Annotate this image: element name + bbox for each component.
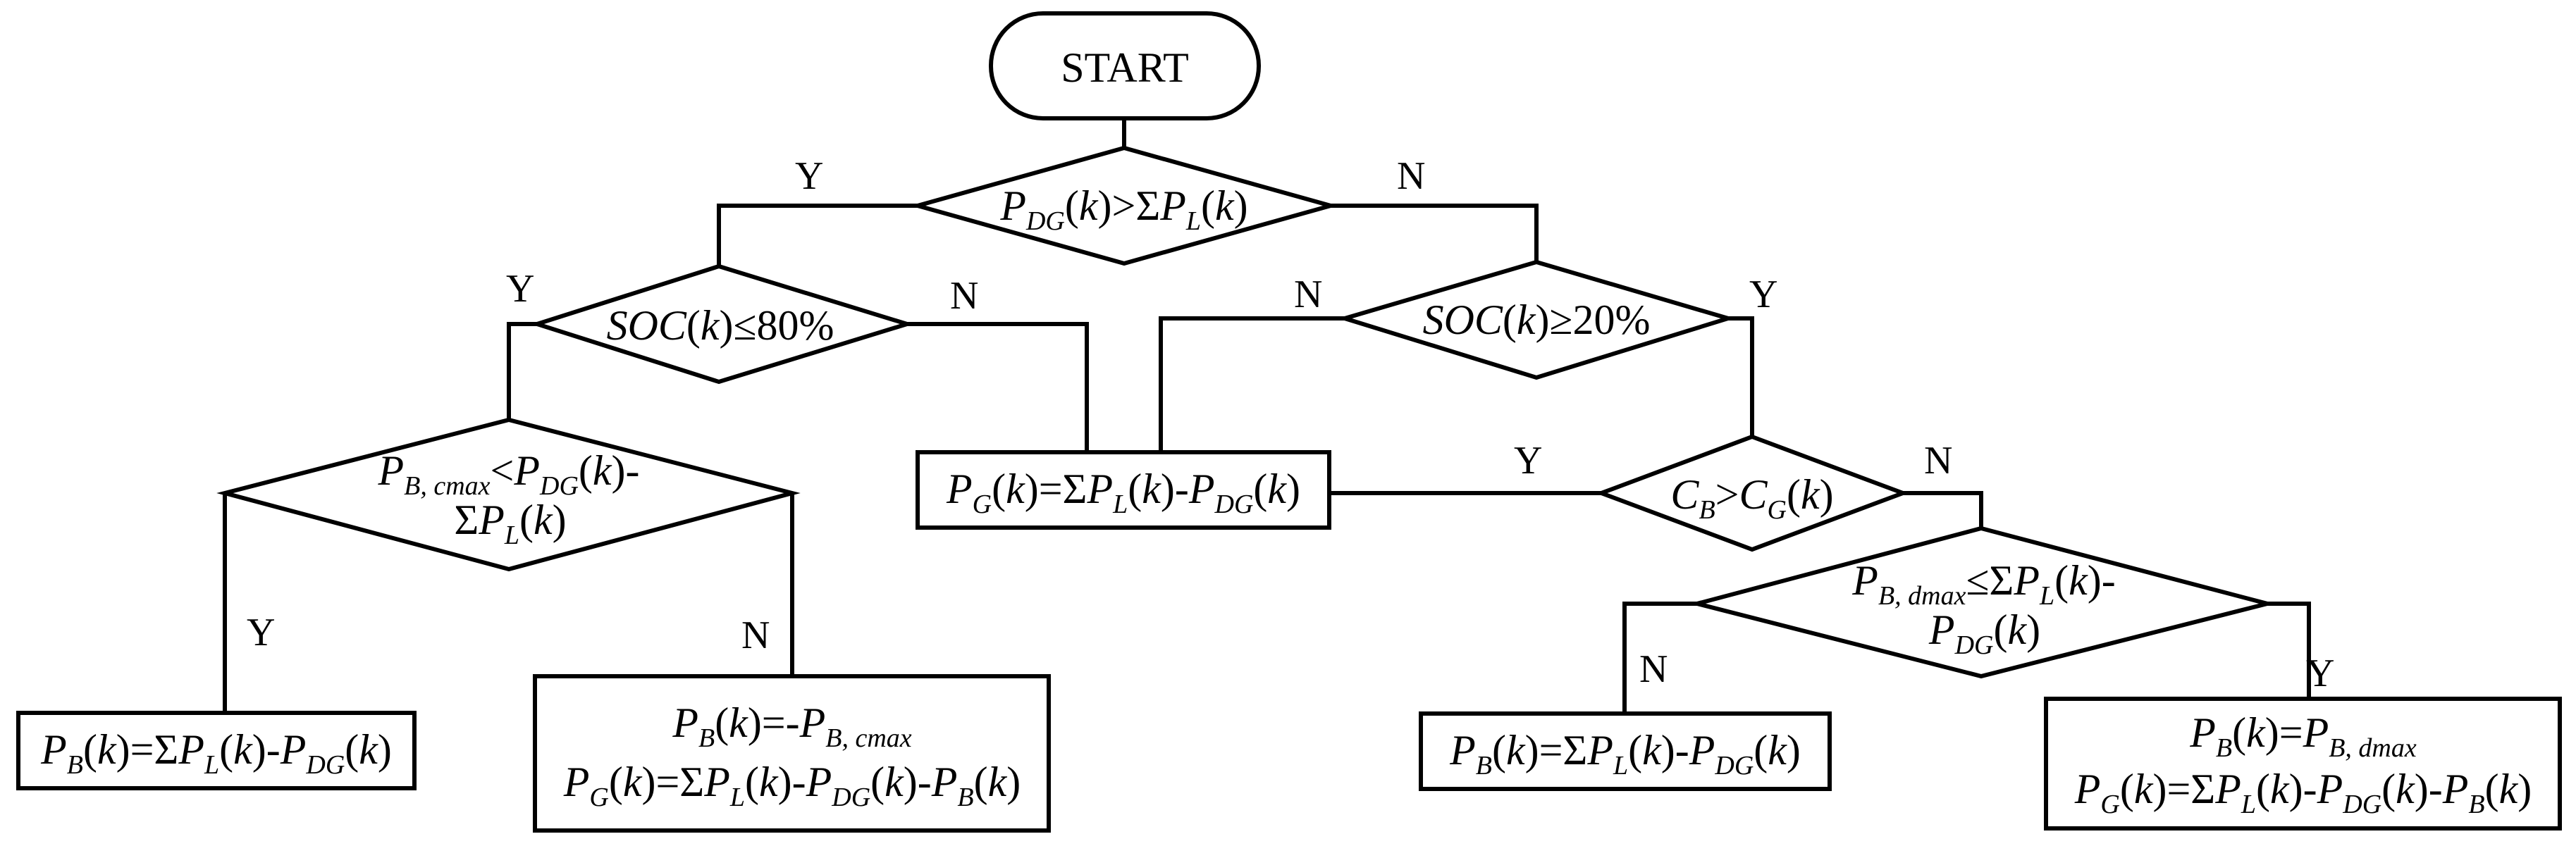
- decision-charge-limit-label-line1: PB, cmax<PDG(k)-: [377, 447, 639, 501]
- d2-yes-label: Y: [506, 267, 534, 311]
- process-battery-charge-max: [533, 674, 1051, 833]
- start-label: START: [1061, 44, 1189, 91]
- process-battery-discharge-max: [2044, 697, 2562, 831]
- decision-charge-limit: [216, 417, 801, 572]
- d4-no-label: N: [741, 614, 770, 657]
- decision-pdg-vs-load: [909, 145, 1339, 266]
- decision-charge-limit-label-line2: ΣPL(k): [454, 497, 566, 550]
- decision-soc-upper: [530, 263, 915, 385]
- d6-no-label: N: [1639, 647, 1668, 691]
- decision-cost-compare-label: CB>CG(k): [1670, 471, 1833, 525]
- process-battery-discharge-max-line2: PG(k)=ΣPL(k)-PDG(k)-PB(k): [2074, 766, 2532, 819]
- decision-soc-lower-label: SOC(k)≥20%: [1423, 297, 1651, 343]
- d6-yes-branch: [2267, 602, 2311, 699]
- decision-pdg-vs-load-label: PDG(k)>ΣPL(k): [999, 182, 1247, 236]
- process-grid-supply-label: PG(k)=ΣPL(k)-PDG(k): [946, 466, 1300, 519]
- d2-yes-branch: [507, 322, 537, 420]
- start-terminal: [989, 11, 1261, 120]
- decision-soc-lower: [1337, 259, 1736, 380]
- d3-yes-label: Y: [1749, 273, 1777, 316]
- process-grid-supply: [916, 450, 1331, 530]
- process-battery-charge-max-line1: PB(k)=-PB, cmax: [672, 699, 911, 753]
- d6-yes-label: Y: [2306, 652, 2334, 695]
- d3-no-branch: [1159, 316, 1345, 452]
- decision-discharge-limit-label-line2: PDG(k): [1928, 606, 2040, 660]
- process-battery-discharge-deficit: [1419, 711, 1832, 791]
- decision-discharge-limit-label-line1: PB, dmax≤ΣPL(k)-: [1851, 557, 2115, 611]
- d1-yes-label: Y: [795, 154, 823, 198]
- d2-no-branch: [907, 322, 1089, 452]
- process-battery-charge-max-line2: PG(k)=ΣPL(k)-PDG(k)-PB(k): [563, 759, 1021, 812]
- d5-no-label: N: [1924, 439, 1952, 483]
- process-battery-discharge-deficit-label: PB(k)=ΣPL(k)-PDG(k): [1449, 727, 1801, 780]
- connectors: [223, 118, 2311, 714]
- d3-no-label: N: [1294, 273, 1322, 316]
- d1-no-branch: [1331, 204, 1539, 262]
- d3-yes-branch: [1728, 316, 1754, 437]
- d2-no-label: N: [950, 274, 978, 318]
- process-battery-charge-surplus: [16, 711, 417, 790]
- process-battery-charge-surplus-label: PB(k)=ΣPL(k)-PDG(k): [40, 726, 392, 780]
- decision-soc-upper-label: SOC(k)≤80%: [607, 302, 834, 349]
- d5-no-branch: [1903, 491, 1983, 528]
- process-battery-discharge-max-line1: PB(k)=PB, dmax: [2189, 709, 2417, 763]
- d4-yes-label: Y: [247, 611, 275, 654]
- decision-discharge-limit: [1689, 525, 2276, 679]
- d1-no-label: N: [1397, 154, 1425, 198]
- d6-no-branch: [1622, 602, 1697, 714]
- decision-cost-compare: [1595, 434, 1909, 552]
- d5-yes-label: Y: [1514, 439, 1542, 483]
- d1-yes-branch: [717, 204, 918, 266]
